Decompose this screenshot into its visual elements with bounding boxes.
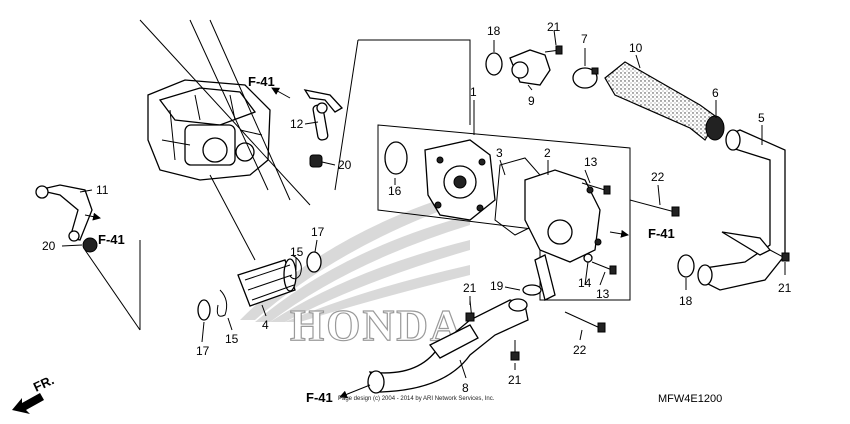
f41-ref-left: F-41 xyxy=(98,232,125,247)
leader-line xyxy=(84,249,141,331)
callout-12: 12 xyxy=(290,117,304,131)
copyright-notice: Page design (c) 2004 - 2014 by ARI Netwo… xyxy=(338,396,495,402)
part-15-clip-b xyxy=(216,289,228,317)
callout-17-upper: 17 xyxy=(311,225,325,239)
callout-21-top: 21 xyxy=(547,20,561,34)
callout-21-mid: 21 xyxy=(463,281,477,295)
part-7-hose-clamp xyxy=(572,67,599,89)
part-16-oring xyxy=(384,141,408,175)
part-18-seal-top xyxy=(485,52,503,76)
direction-label: FR. xyxy=(31,372,56,394)
callout-21-right: 21 xyxy=(778,281,792,295)
assembly-group-box xyxy=(377,124,631,301)
part-22-bolt-upper xyxy=(629,199,680,217)
part-13-bolt-lower xyxy=(591,261,617,275)
callout-14: 14 xyxy=(578,276,592,290)
f41-arrow xyxy=(271,87,291,99)
honda-logo-text: HONDA xyxy=(290,301,464,350)
callout-10: 10 xyxy=(629,41,643,55)
callout-8: 8 xyxy=(462,381,469,395)
callout-15-upper: 15 xyxy=(290,245,304,259)
part-21-bolt-right xyxy=(769,249,790,262)
callout-3: 3 xyxy=(496,146,503,160)
callout-2: 2 xyxy=(544,146,551,160)
callout-22-lower: 22 xyxy=(573,343,587,357)
part-10-hose xyxy=(604,61,719,141)
part-20-cap-left xyxy=(82,237,98,253)
callout-11: 11 xyxy=(96,183,109,197)
part-22-bolt-lower xyxy=(564,311,606,333)
part-14-washer xyxy=(583,253,593,263)
leader-line xyxy=(139,19,311,206)
callout-19: 19 xyxy=(490,279,504,293)
part-5-pipe xyxy=(697,129,786,291)
callout-22-upper: 22 xyxy=(651,170,665,184)
part-11-fitting xyxy=(35,184,93,242)
callout-5: 5 xyxy=(758,111,765,125)
f41-ref-right: F-41 xyxy=(648,226,675,241)
callout-15-lower: 15 xyxy=(225,332,239,346)
part-6-hose-clamp xyxy=(705,115,725,141)
f41-ref-bottom: F-41 xyxy=(306,390,333,405)
f41-ref-upper: F-41 xyxy=(248,74,275,89)
part-13-bolt-upper xyxy=(581,182,611,195)
callout-18-right: 18 xyxy=(679,294,693,308)
part-2-pump-cover xyxy=(524,169,602,301)
part-15-clip-a xyxy=(289,254,302,280)
callout-1: 1 xyxy=(470,85,477,99)
engine-illustration xyxy=(147,79,271,181)
part-17-oring-a xyxy=(306,251,322,273)
front-direction-arrow: FR. xyxy=(12,372,56,414)
part-9-joint xyxy=(509,49,551,86)
leader-line xyxy=(209,19,291,201)
callout-13-upper: 13 xyxy=(584,155,598,169)
part-21-bolt-top xyxy=(544,45,563,55)
callout-16: 16 xyxy=(388,184,402,198)
callout-18-top: 18 xyxy=(487,24,501,38)
leader-line xyxy=(358,39,471,125)
f41-arrow xyxy=(339,384,371,399)
part-8-pipe xyxy=(367,298,529,394)
callout-21-low: 21 xyxy=(508,373,522,387)
callout-9: 9 xyxy=(528,94,535,108)
leader-line xyxy=(209,174,256,261)
part-12-fitting xyxy=(303,89,344,141)
callout-4: 4 xyxy=(262,318,269,332)
leader-line xyxy=(189,19,269,191)
part-21-bolt-low xyxy=(510,340,520,361)
part-4-pipe xyxy=(237,258,297,307)
part-18-seal-right xyxy=(677,254,695,278)
callout-leaders xyxy=(61,29,786,379)
part-20-cap-upper xyxy=(309,154,323,168)
callout-20-left: 20 xyxy=(42,239,56,253)
leader-line xyxy=(334,39,359,191)
f41-arrow xyxy=(609,229,629,238)
diagram-code: MFW4E1200 xyxy=(658,393,722,405)
callout-17-lower: 17 xyxy=(196,344,210,358)
part-1-water-pump xyxy=(424,139,496,221)
part-17-oring-b xyxy=(197,299,211,321)
part-19-oring xyxy=(522,284,542,296)
callout-20-upper: 20 xyxy=(338,158,352,172)
callout-6: 6 xyxy=(712,86,719,100)
callout-7: 7 xyxy=(581,32,588,46)
f41-arrow xyxy=(84,212,101,221)
callout-13-lower: 13 xyxy=(596,287,610,301)
